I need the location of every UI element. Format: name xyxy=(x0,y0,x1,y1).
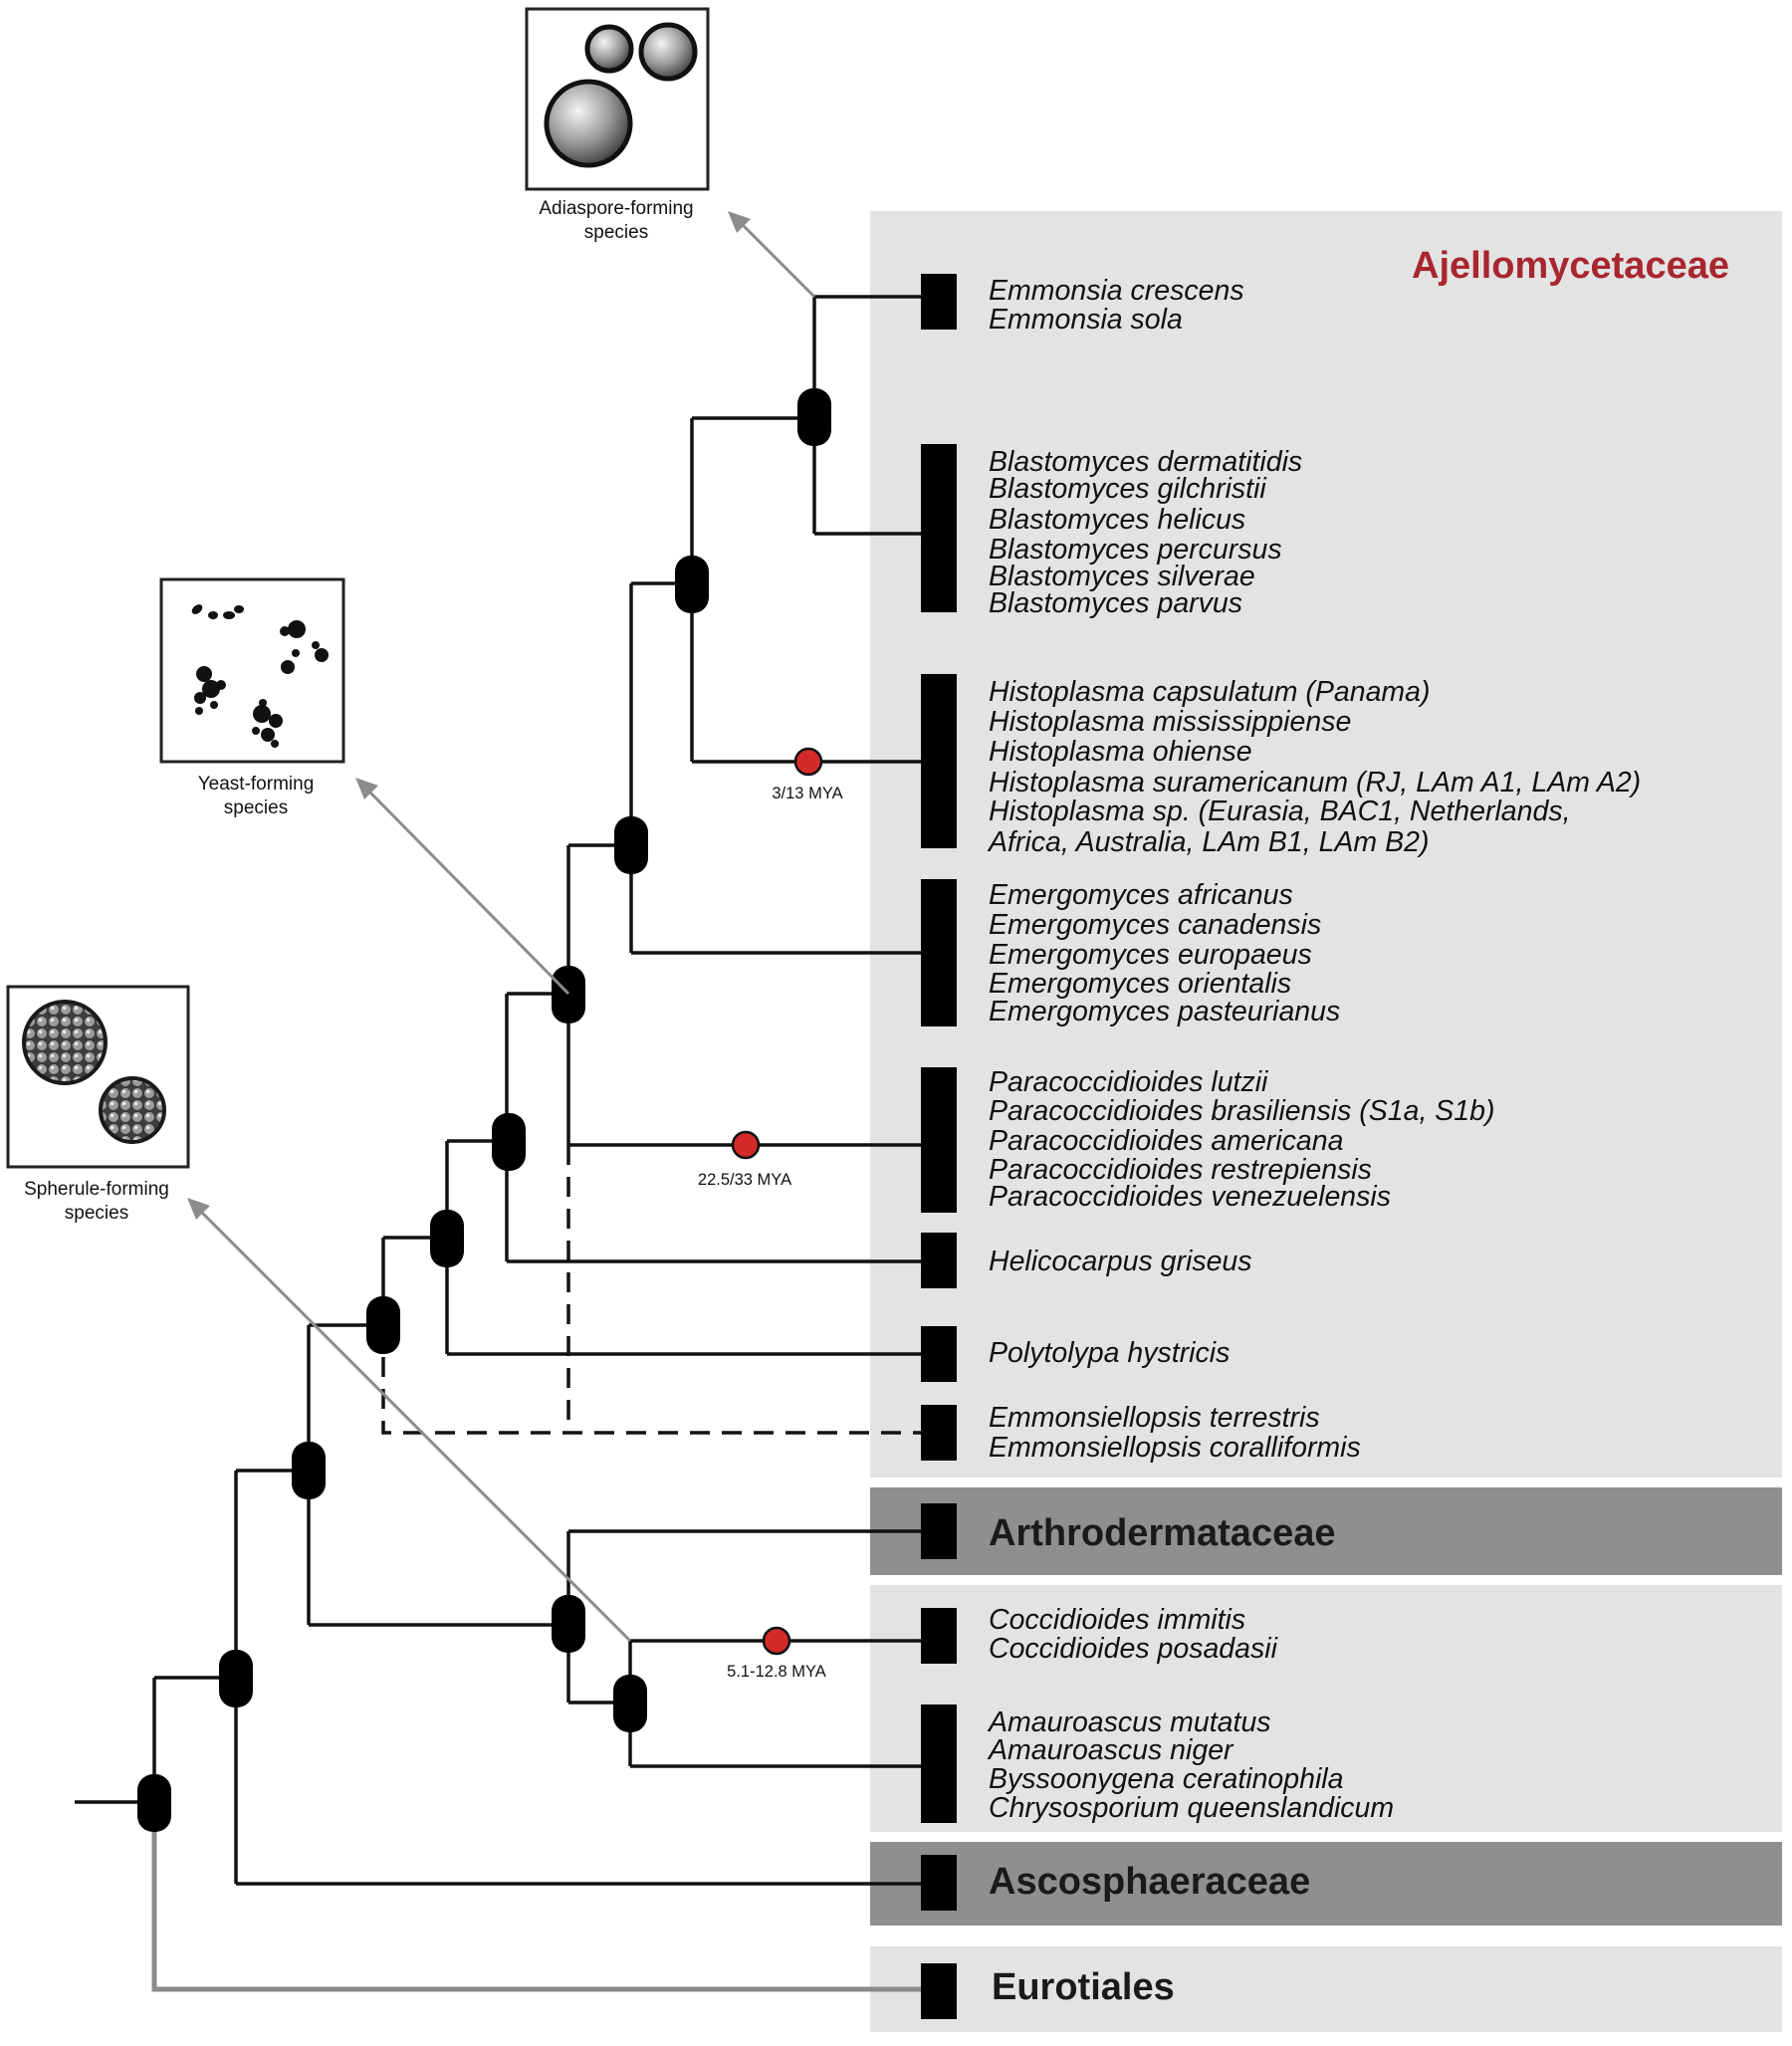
node-marker xyxy=(219,1650,253,1707)
spherule-caption-line2: species xyxy=(65,1203,128,1224)
spherule-caption-line1: Spherule-forming xyxy=(24,1179,169,1200)
node-marker xyxy=(613,1675,647,1732)
node-marker xyxy=(614,816,648,874)
adiaspore-caption-line1: Adiaspore-forming xyxy=(539,198,693,219)
species-label: Helicocarpus griseus xyxy=(989,1246,1252,1277)
species-label: Blastomyces helicus xyxy=(989,504,1245,536)
clade-bar-amauroascus xyxy=(921,1705,957,1823)
divergence-dot-paracoccidioides xyxy=(731,1130,761,1160)
species-label: Amauroascus mutatus xyxy=(987,1706,1271,1738)
node-marker xyxy=(430,1210,464,1267)
species-label: Blastomyces gilchristii xyxy=(989,473,1266,505)
species-label: Emergomyces canadensis xyxy=(989,909,1321,941)
yeast-caption-line1: Yeast-forming xyxy=(198,774,315,795)
clade-bar-coccidioides xyxy=(921,1608,957,1664)
arthrodermataceae-panel xyxy=(870,1487,1782,1575)
family-title-ajellomycetaceae: Ajellomycetaceae xyxy=(1412,245,1729,287)
divergence-label-paracoccidioides: 22.5/33 MYA xyxy=(698,1171,791,1189)
clade-bar-arthrodermataceae xyxy=(921,1503,957,1559)
clade-bar-eurotiales xyxy=(921,1963,957,2019)
node-marker xyxy=(797,388,831,446)
adiaspore-inset xyxy=(525,7,710,191)
species-label: Paracoccidioides brasiliensis (S1a, S1b) xyxy=(989,1095,1495,1127)
species-label: Chrysosporium queenslandicum xyxy=(989,1792,1394,1824)
eurotiales-panel xyxy=(870,1946,1782,2032)
ajellomycetaceae-panel xyxy=(870,211,1782,1478)
clade-bar-helicocarpus xyxy=(921,1233,957,1288)
species-label: Paracoccidioides lutzii xyxy=(989,1066,1268,1098)
node-markers xyxy=(137,388,831,1832)
species-label: Polytolypa hystricis xyxy=(989,1337,1230,1369)
yeast-caption-line2: species xyxy=(224,797,288,818)
node-marker xyxy=(492,1113,526,1171)
clade-bar-emergomyces xyxy=(921,879,957,1026)
inset-pointers xyxy=(187,211,816,1643)
onygenaceae-panel xyxy=(870,1585,1782,1832)
divergence-label-histoplasma: 3/13 MYA xyxy=(772,785,842,802)
node-marker xyxy=(552,1595,585,1653)
divergence-dot-coccidioides xyxy=(762,1626,791,1656)
node-marker xyxy=(552,966,585,1023)
clade-bar-histoplasma xyxy=(921,674,957,848)
species-label: Blastomyces percursus xyxy=(989,534,1282,566)
species-labels: Emmonsia crescens Emmonsia sola Blastomy… xyxy=(987,275,1641,1824)
species-label: Paracoccidioides venezuelensis xyxy=(989,1181,1391,1213)
clade-bar-emmonsia xyxy=(921,274,957,330)
species-label: Emmonsiellopsis coralliformis xyxy=(989,1432,1361,1464)
species-label: Emmonsia sola xyxy=(989,304,1183,336)
species-label: Emmonsia crescens xyxy=(989,275,1244,307)
family-title-ascosphaeraceae: Ascosphaeraceae xyxy=(989,1861,1310,1903)
species-label: Emmonsiellopsis terrestris xyxy=(989,1402,1320,1434)
tree-branches xyxy=(75,295,926,1886)
species-label: Africa, Australia, LAm B1, LAm B2) xyxy=(987,826,1429,858)
node-marker xyxy=(137,1774,171,1832)
species-label: Emergomyces orientalis xyxy=(989,968,1291,1000)
clade-bars xyxy=(921,274,957,2019)
species-label: Emergomyces africanus xyxy=(989,879,1293,911)
divergence-label-coccidioides: 5.1-12.8 MYA xyxy=(727,1663,826,1681)
divergence-dots xyxy=(731,747,823,1656)
species-label: Paracoccidioides restrepiensis xyxy=(989,1154,1372,1186)
eurotiales-branch xyxy=(151,1802,926,1992)
family-title-eurotiales: Eurotiales xyxy=(992,1966,1175,2008)
divergence-dot-histoplasma xyxy=(793,747,823,777)
species-label: Amauroascus niger xyxy=(987,1734,1234,1766)
spherule-inset xyxy=(6,985,190,1169)
node-marker xyxy=(366,1296,400,1354)
species-label: Histoplasma sp. (Eurasia, BAC1, Netherla… xyxy=(989,796,1571,827)
node-marker xyxy=(292,1442,326,1499)
species-label: Histoplasma capsulatum (Panama) xyxy=(989,676,1431,708)
node-marker xyxy=(675,556,709,613)
ascosphaeraceae-panel xyxy=(870,1842,1782,1926)
species-label: Blastomyces dermatitidis xyxy=(989,446,1302,478)
species-label: Paracoccidioides americana xyxy=(989,1125,1343,1157)
clade-bar-emmonsiellopsis xyxy=(921,1405,957,1461)
species-label: Histoplasma ohiense xyxy=(989,736,1252,768)
species-label: Histoplasma suramericanum (RJ, LAm A1, L… xyxy=(989,767,1641,798)
clade-bar-ascosphaeraceae xyxy=(921,1855,957,1911)
species-label: Blastomyces silverae xyxy=(989,561,1255,592)
species-label: Coccidioides immitis xyxy=(989,1604,1245,1636)
yeast-inset xyxy=(159,577,345,764)
species-label: Blastomyces parvus xyxy=(989,587,1242,619)
adiaspore-caption-line2: species xyxy=(584,222,648,243)
family-title-arthrodermataceae: Arthrodermataceae xyxy=(989,1512,1335,1554)
emmonsiellopsis-dashed-branch xyxy=(381,1145,926,1435)
species-label: Byssoonygena ceratinophila xyxy=(989,1763,1344,1795)
species-label: Emergomyces pasteurianus xyxy=(989,996,1340,1027)
species-label: Emergomyces europaeus xyxy=(989,939,1312,971)
species-label: Histoplasma mississippiense xyxy=(989,706,1351,738)
species-label: Coccidioides posadasii xyxy=(989,1633,1278,1665)
clade-bar-paracoccidioides xyxy=(921,1067,957,1213)
clade-bar-polytolypa xyxy=(921,1326,957,1382)
clade-bar-blastomyces xyxy=(921,444,957,612)
